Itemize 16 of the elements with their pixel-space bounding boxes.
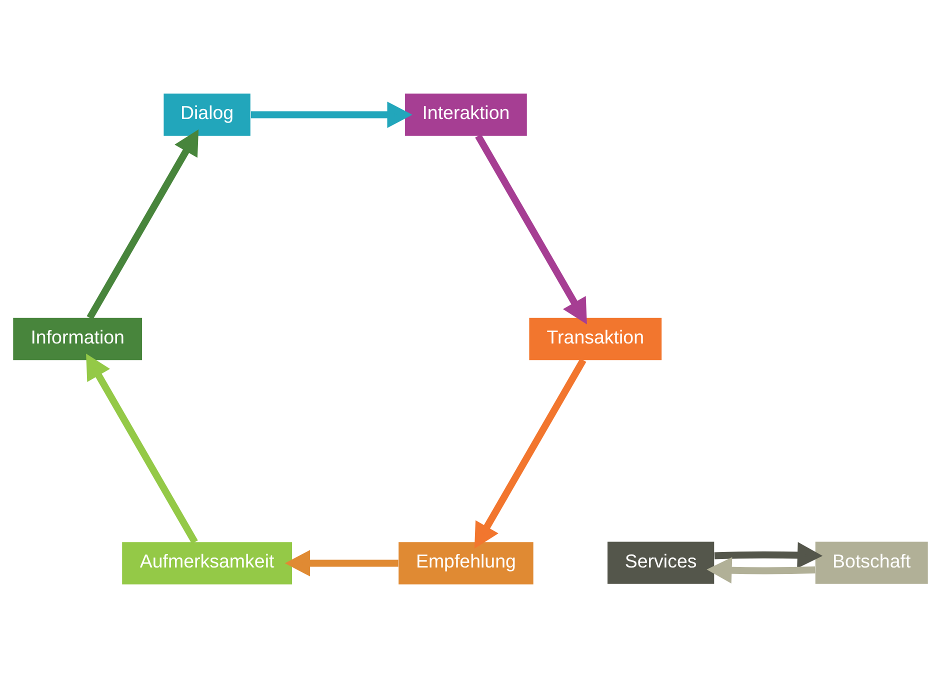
arrow [86,354,198,544]
arrow [250,102,412,128]
node-box: Aufmerksamkeit [122,542,292,584]
node-box: Empfehlung [398,542,534,584]
node-box: Interaktion [405,94,527,136]
arrow [284,550,398,576]
node-box: Botschaft [815,542,928,584]
node-box: Dialog [164,94,250,136]
arrow [706,557,816,584]
node-box: Services [608,542,714,584]
arrow [475,134,587,324]
arrow [474,358,586,549]
node-box: Information [13,318,142,360]
arrow [714,542,823,568]
node-box: Transaktion [529,318,662,360]
arrow [86,129,199,320]
